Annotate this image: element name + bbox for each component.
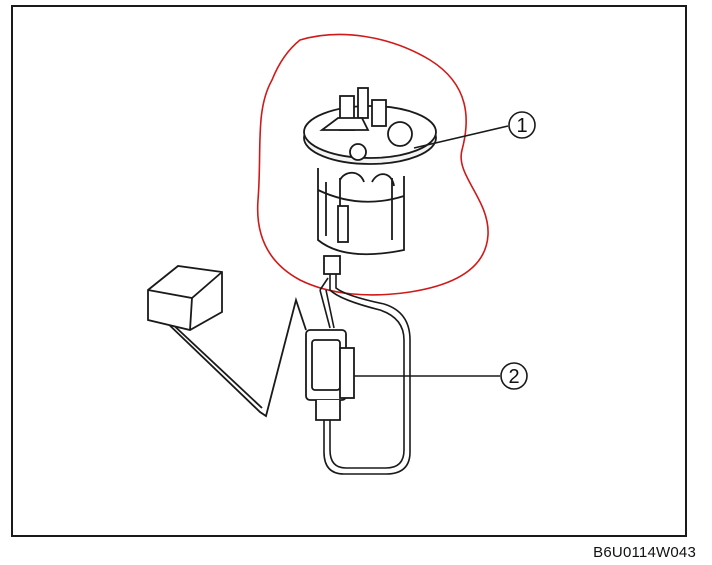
figure-code: B6U0114W043 bbox=[593, 544, 696, 561]
highlight-circle bbox=[256, 33, 489, 296]
callout-1: 1 bbox=[508, 111, 536, 139]
float-arm bbox=[161, 296, 307, 418]
callout-2-number: 2 bbox=[508, 366, 519, 388]
callout-1-leader bbox=[413, 125, 509, 149]
callout-1-number: 1 bbox=[516, 115, 527, 137]
callout-2: 2 bbox=[500, 362, 528, 390]
frame-border bbox=[11, 5, 687, 537]
wire-harness bbox=[319, 274, 411, 475]
level-sensor-unit bbox=[305, 329, 355, 421]
fuel-pump-assembly bbox=[303, 87, 437, 275]
float-block bbox=[147, 265, 223, 331]
